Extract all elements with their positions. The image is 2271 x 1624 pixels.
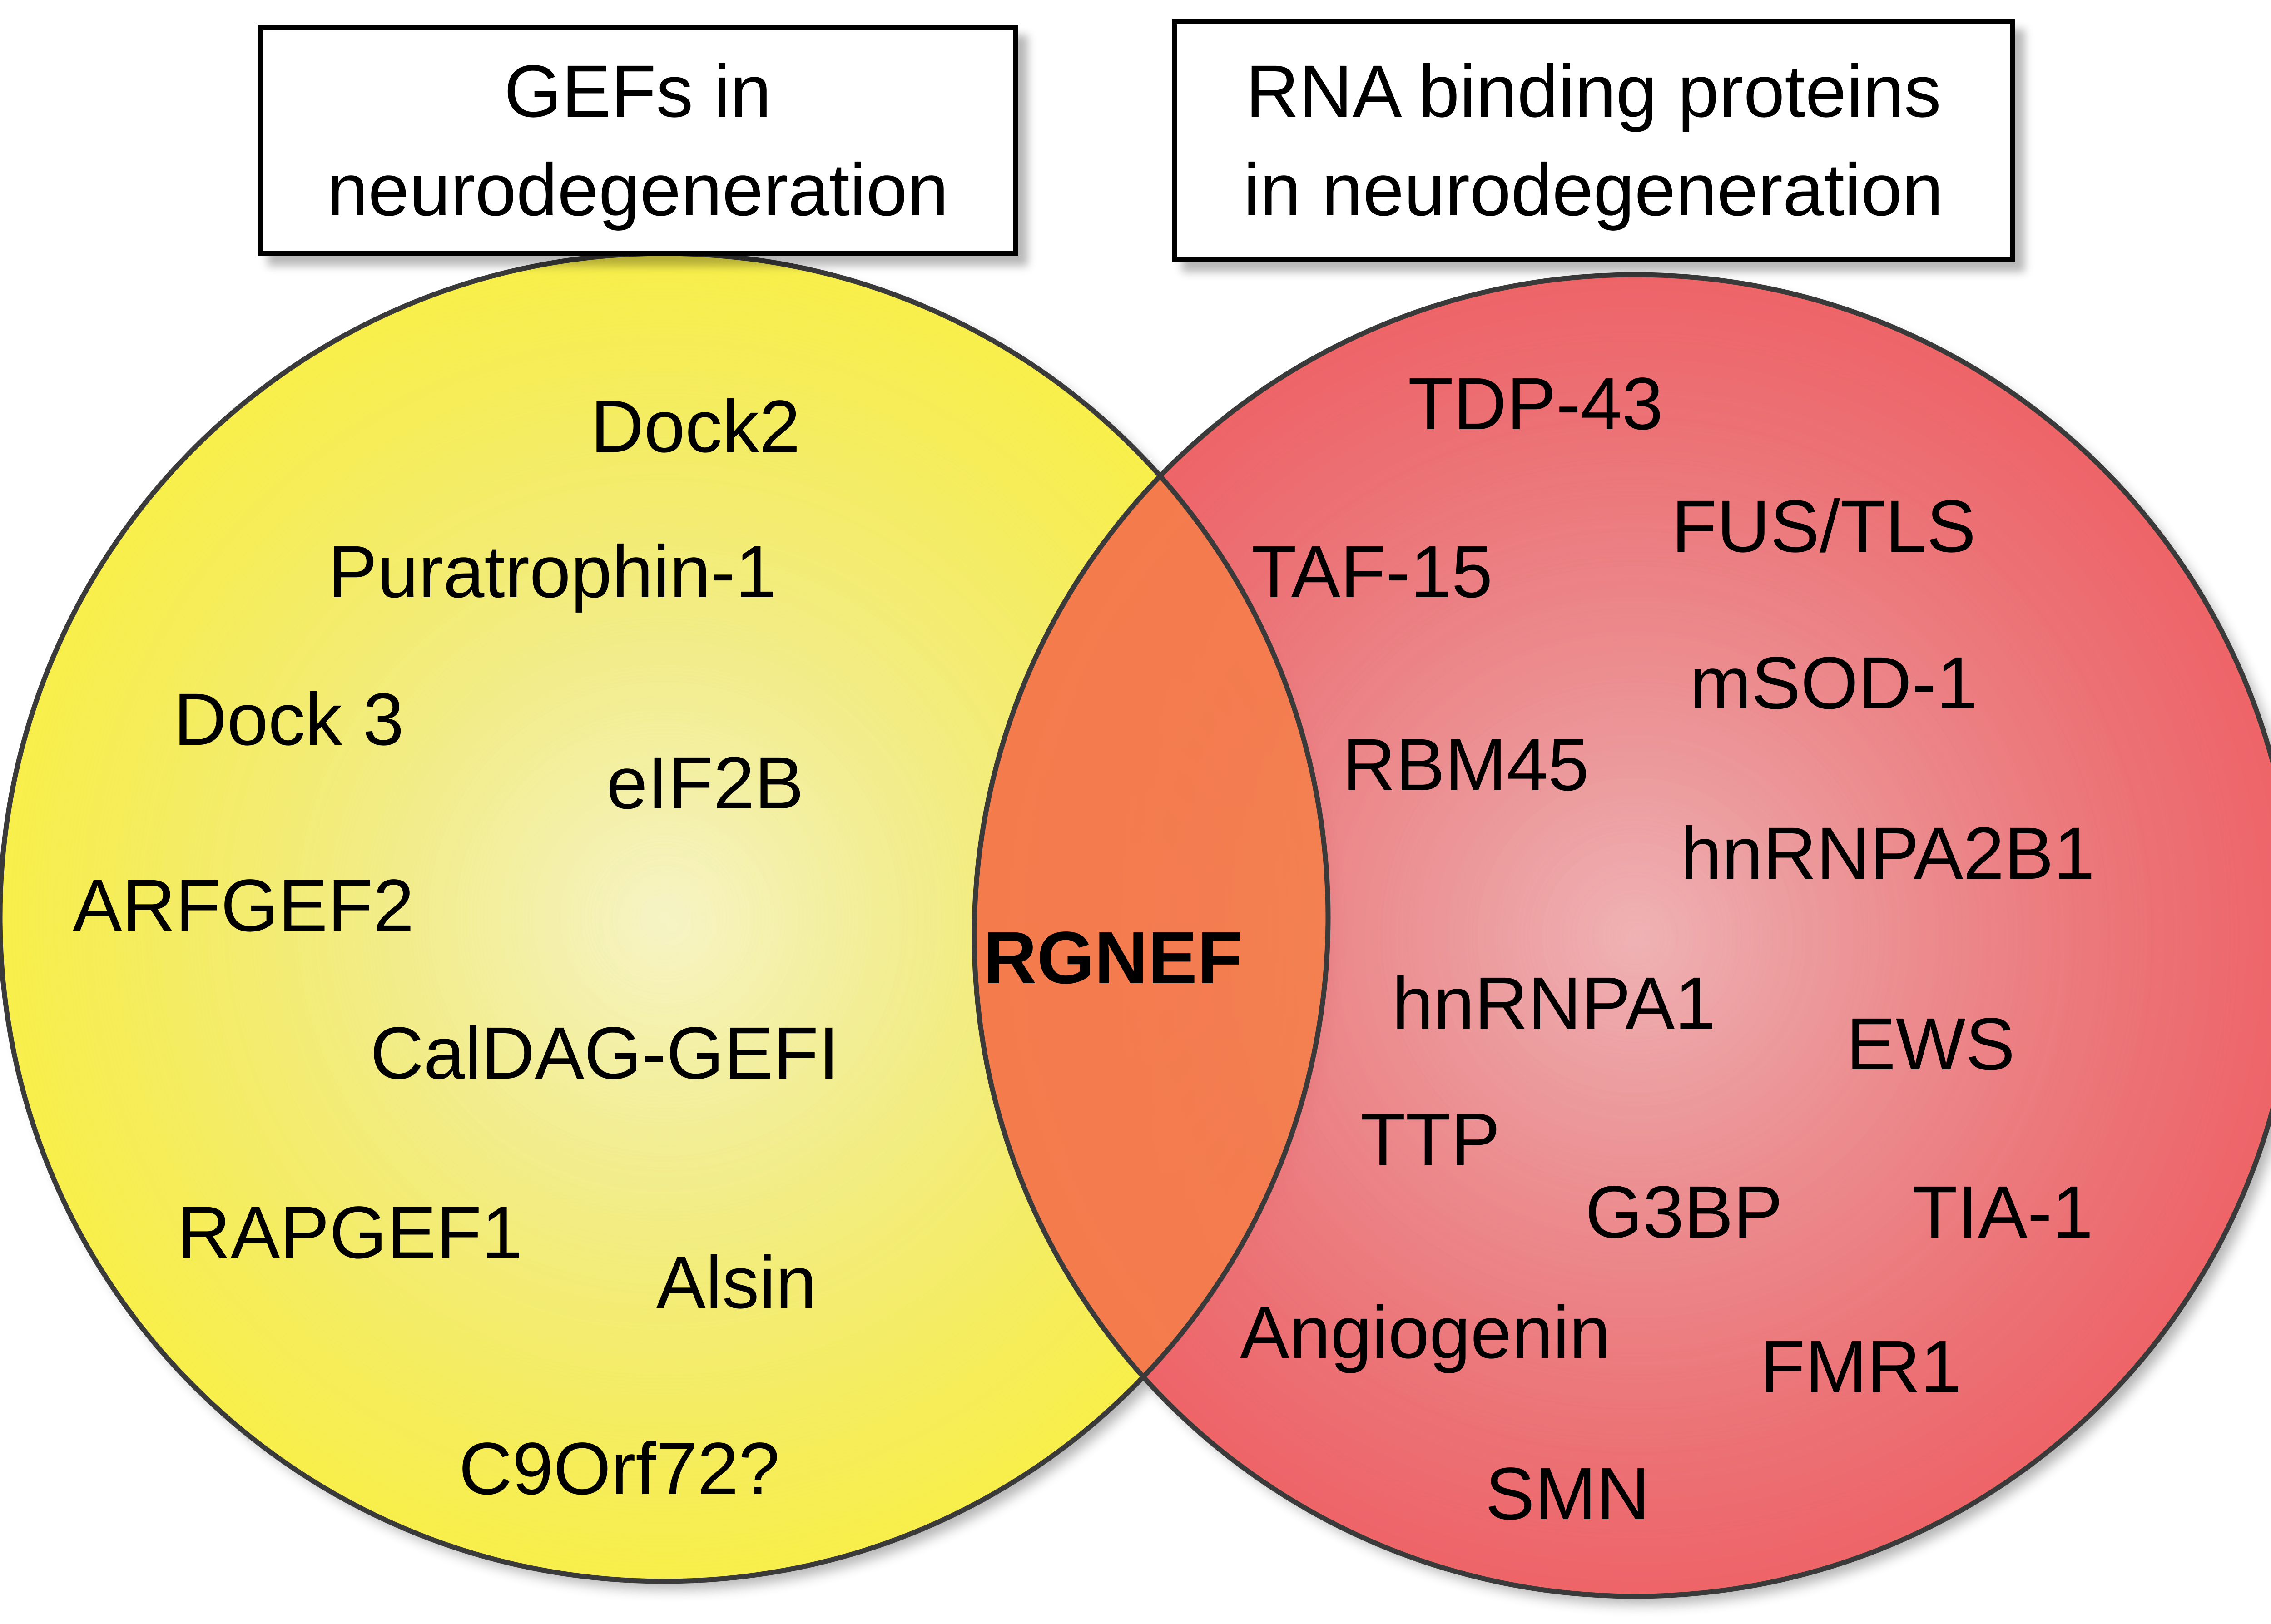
right-item-taf-15: TAF-15 bbox=[1251, 530, 1493, 613]
right-item-ttp: TTP bbox=[1360, 1098, 1500, 1181]
right-item-ews: EWS bbox=[1846, 1002, 2015, 1085]
left-set-title-line2: neurodegeneration bbox=[327, 148, 949, 231]
right-item-fus-tls: FUS/TLS bbox=[1671, 485, 1976, 568]
left-set-title-box: GEFs in neurodegeneration bbox=[258, 25, 1018, 256]
left-item-arfgef2: ARFGEF2 bbox=[73, 864, 414, 947]
right-item-smn: SMN bbox=[1485, 1452, 1650, 1535]
right-set-title-box: RNA binding proteins in neurodegeneratio… bbox=[1172, 19, 2015, 262]
left-item-dock-3: Dock 3 bbox=[174, 678, 404, 761]
right-item-angiogenin: Angiogenin bbox=[1240, 1291, 1611, 1374]
right-set-outline bbox=[972, 272, 2271, 1599]
left-item-eif2b: eIF2B bbox=[606, 741, 804, 824]
right-set-title-line1: RNA binding proteins bbox=[1245, 49, 1941, 133]
right-item-hnrnpa2b1: hnRNPA2B1 bbox=[1681, 812, 2095, 895]
intersection-label: RGNEF bbox=[983, 916, 1243, 999]
left-set-title-line1: GEFs in bbox=[504, 49, 772, 133]
left-set-circle bbox=[0, 253, 1328, 1581]
right-item-fmr1: FMR1 bbox=[1760, 1325, 1962, 1408]
left-item-rapgef1: RAPGEF1 bbox=[177, 1191, 523, 1274]
left-item-caldag-gefi: CalDAG-GEFI bbox=[370, 1011, 839, 1094]
right-set-circle bbox=[974, 275, 2271, 1596]
right-set-title-line2: in neurodegeneration bbox=[1243, 148, 1944, 231]
left-item-puratrophin-1: Puratrophin-1 bbox=[328, 530, 777, 613]
left-item-c9orf72: C9Orf72? bbox=[459, 1427, 780, 1510]
right-item-hnrnpa1: hnRNPA1 bbox=[1392, 961, 1716, 1045]
right-item-tia-1: TIA-1 bbox=[1912, 1170, 2093, 1253]
right-item-msod-1: mSOD-1 bbox=[1690, 641, 1978, 724]
right-item-tdp-43: TDP-43 bbox=[1408, 362, 1663, 445]
right-item-g3bp: G3BP bbox=[1585, 1170, 1783, 1253]
left-item-alsin: Alsin bbox=[656, 1241, 817, 1324]
left-item-dock2: Dock2 bbox=[590, 385, 800, 468]
right-item-rbm45: RBM45 bbox=[1342, 723, 1589, 806]
